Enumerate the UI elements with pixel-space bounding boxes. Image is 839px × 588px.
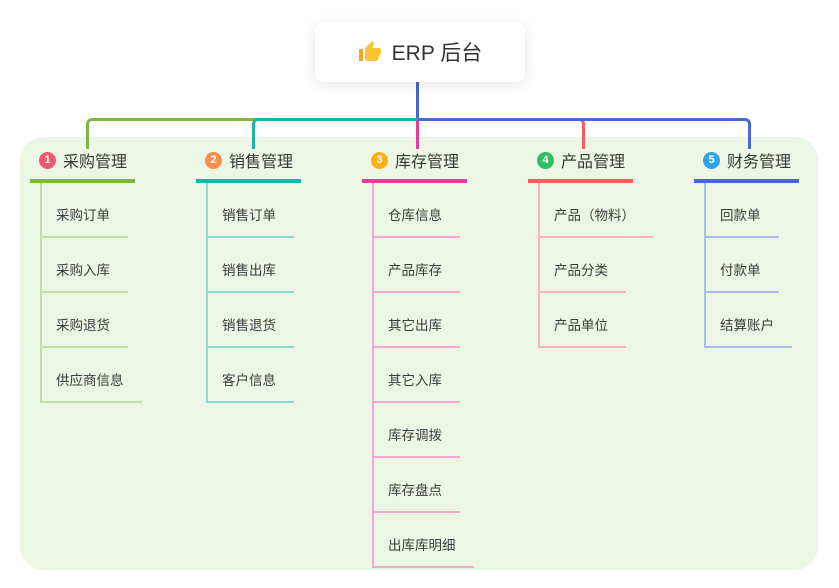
branch-purchase: 1 采购管理 采购订单 采购入库 采购退货 供应商信息 — [30, 148, 142, 403]
child-node[interactable]: 采购退货 — [42, 293, 128, 348]
branch-children: 仓库信息 产品库存 其它出库 其它入库 库存调拨 库存盘点 出库库明细 — [372, 183, 474, 568]
branch-label: 采购管理 — [63, 154, 128, 171]
branch-badge: 1 — [39, 151, 56, 169]
branch-header-finance[interactable]: 5 财务管理 — [694, 148, 800, 183]
child-node[interactable]: 产品（物料） — [540, 183, 653, 238]
child-node[interactable]: 销售退货 — [208, 293, 294, 348]
child-node[interactable]: 付款单 — [706, 238, 779, 293]
connector-branch-2 — [252, 118, 418, 149]
branch-product: 4 产品管理 产品（物料） 产品分类 产品单位 — [528, 148, 653, 348]
branch-badge: 2 — [205, 151, 222, 169]
child-node[interactable]: 采购入库 — [42, 238, 128, 293]
child-node[interactable]: 采购订单 — [42, 183, 128, 238]
child-node[interactable]: 其它入库 — [374, 348, 460, 403]
branch-children: 回款单 付款单 结算账户 — [704, 183, 792, 348]
branch-sales: 2 销售管理 销售订单 销售出库 销售退货 客户信息 — [196, 148, 302, 403]
branch-header-sales[interactable]: 2 销售管理 — [196, 148, 302, 183]
branch-label: 产品管理 — [561, 154, 626, 171]
connector-branch-1 — [86, 118, 418, 149]
child-node[interactable]: 产品库存 — [374, 238, 460, 293]
connector-branch-5 — [418, 118, 751, 149]
branch-header-inventory[interactable]: 3 库存管理 — [362, 148, 468, 183]
branch-header-product[interactable]: 4 产品管理 — [528, 148, 634, 183]
child-node[interactable]: 库存调拨 — [374, 403, 460, 458]
connector-branch-3 — [416, 120, 419, 149]
root-connector-line — [416, 82, 419, 121]
child-node[interactable]: 出库库明细 — [374, 513, 474, 568]
branch-children: 采购订单 采购入库 采购退货 供应商信息 — [40, 183, 142, 403]
thumbs-up-icon — [358, 41, 381, 61]
child-node[interactable]: 库存盘点 — [374, 458, 460, 513]
branch-badge: 4 — [537, 151, 554, 169]
child-node[interactable]: 其它出库 — [374, 293, 460, 348]
child-node[interactable]: 客户信息 — [208, 348, 294, 403]
child-node[interactable]: 仓库信息 — [374, 183, 460, 238]
root-title: ERP 后台 — [391, 42, 483, 65]
child-node[interactable]: 销售出库 — [208, 238, 294, 293]
branch-header-purchase[interactable]: 1 采购管理 — [30, 148, 136, 183]
child-node[interactable]: 供应商信息 — [42, 348, 142, 403]
branch-children: 销售订单 销售出库 销售退货 客户信息 — [206, 183, 294, 403]
branch-badge: 3 — [371, 151, 388, 169]
child-node[interactable]: 产品分类 — [540, 238, 626, 293]
branches-panel — [20, 137, 818, 570]
branch-label: 销售管理 — [229, 154, 294, 171]
branch-label: 财务管理 — [727, 154, 792, 171]
branch-badge: 5 — [703, 151, 720, 169]
branch-finance: 5 财务管理 回款单 付款单 结算账户 — [694, 148, 800, 348]
branch-inventory: 3 库存管理 仓库信息 产品库存 其它出库 其它入库 库存调拨 库存盘点 出库库… — [362, 148, 474, 568]
child-node[interactable]: 销售订单 — [208, 183, 294, 238]
child-node[interactable]: 回款单 — [706, 183, 779, 238]
root-node-erp[interactable]: ERP 后台 — [315, 22, 525, 82]
child-node[interactable]: 产品单位 — [540, 293, 626, 348]
branch-children: 产品（物料） 产品分类 产品单位 — [538, 183, 653, 348]
child-node[interactable]: 结算账户 — [706, 293, 792, 348]
branch-label: 库存管理 — [395, 154, 460, 171]
